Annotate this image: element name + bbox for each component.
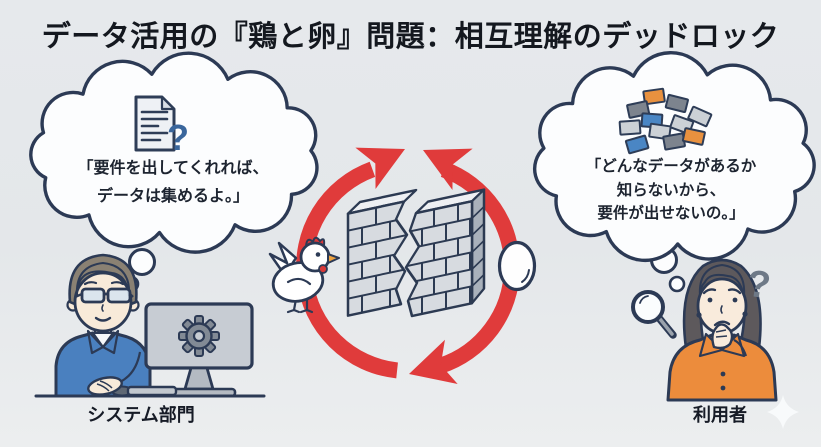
- thought-bubble-right: [533, 51, 816, 293]
- egg-icon: [497, 240, 537, 292]
- magnifying-glass-icon: [631, 290, 677, 339]
- chicken-icon: [268, 236, 340, 314]
- left-actor-label: システム部門: [87, 405, 195, 425]
- page-title: データ活用の『鶏と卵』問題：相互理解のデッドロック: [41, 21, 780, 53]
- bubble-line: 「要件を出してくれれば、: [77, 160, 269, 177]
- thought-tail-circle: [668, 275, 686, 293]
- left-bubble-text: 「要件を出してくれれば、 データは集めるよ。」: [35, 155, 311, 211]
- hair-fringe: [75, 261, 131, 297]
- right-actor-label: 利用者: [693, 405, 747, 425]
- bubble-line: 要件が出せないの。」: [597, 205, 745, 222]
- keyboard-icon: [126, 385, 178, 397]
- gear-icon: [178, 315, 220, 357]
- document-question-glyph: ?: [167, 117, 189, 158]
- user-person: ?: [631, 258, 799, 429]
- bubble-line: 「どんなデータがあるか: [585, 158, 757, 175]
- arrowhead: [355, 147, 405, 189]
- hair-fringe: [698, 263, 746, 297]
- sparkle-icon: [767, 395, 799, 429]
- system-person: [34, 253, 266, 398]
- question-mark: ?: [744, 263, 773, 308]
- bubble-line: データは集めるよ。」: [96, 188, 249, 205]
- thought-tail-circle: [128, 248, 156, 276]
- scattered-data-icon: [618, 87, 713, 155]
- monitor-gear-icon: [144, 302, 254, 398]
- bubble-line: 知らないから、: [616, 181, 726, 199]
- glasses-icon: [74, 287, 134, 304]
- hand: [87, 376, 123, 396]
- arrowhead: [423, 148, 473, 190]
- thought-bubble-left: ?: [29, 51, 319, 293]
- cracked-wall-icon: [346, 188, 486, 318]
- right-bubble-text: 「どんなデータがあるか 知らないから、 要件が出せないの。」: [540, 155, 802, 226]
- document-question-icon: ?: [134, 95, 189, 158]
- arrowhead: [409, 339, 458, 384]
- hand: [711, 323, 734, 350]
